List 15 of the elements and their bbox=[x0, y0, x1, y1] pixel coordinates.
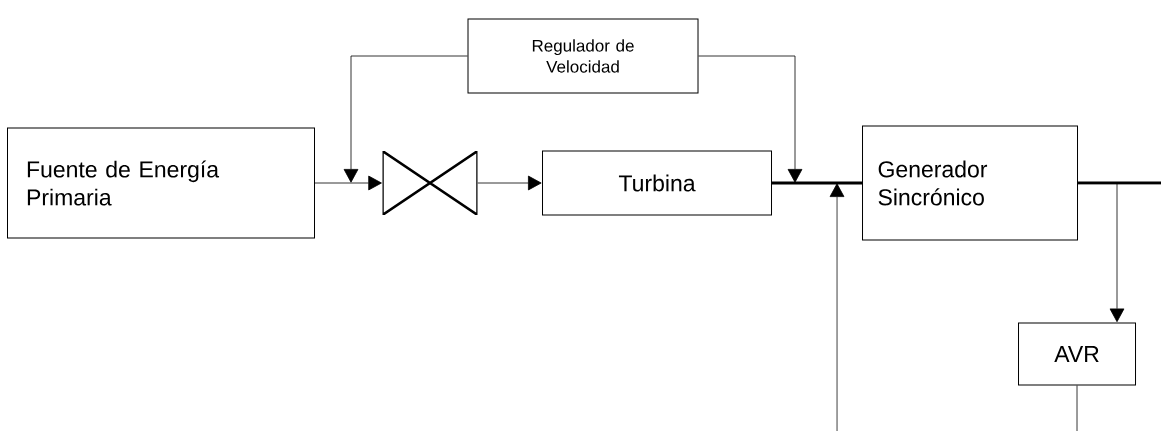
block-box: Turbina bbox=[542, 150, 772, 216]
valve-symbol bbox=[382, 151, 478, 215]
connector-line bbox=[772, 181, 862, 185]
arrow bbox=[314, 175, 382, 191]
connector-line bbox=[1076, 385, 1078, 431]
arrow bbox=[1109, 182, 1125, 323]
block-box: AVR bbox=[1018, 322, 1136, 386]
arrow bbox=[698, 55, 803, 183]
block-box: Regulador de Velocidad bbox=[467, 18, 699, 94]
arrow bbox=[343, 55, 468, 183]
arrow bbox=[829, 183, 845, 431]
block-box: Fuente de Energía Primaria bbox=[7, 127, 315, 239]
arrow bbox=[477, 175, 542, 191]
block-box: Generador Sincrónico bbox=[862, 125, 1078, 241]
connector-line bbox=[1078, 181, 1161, 185]
